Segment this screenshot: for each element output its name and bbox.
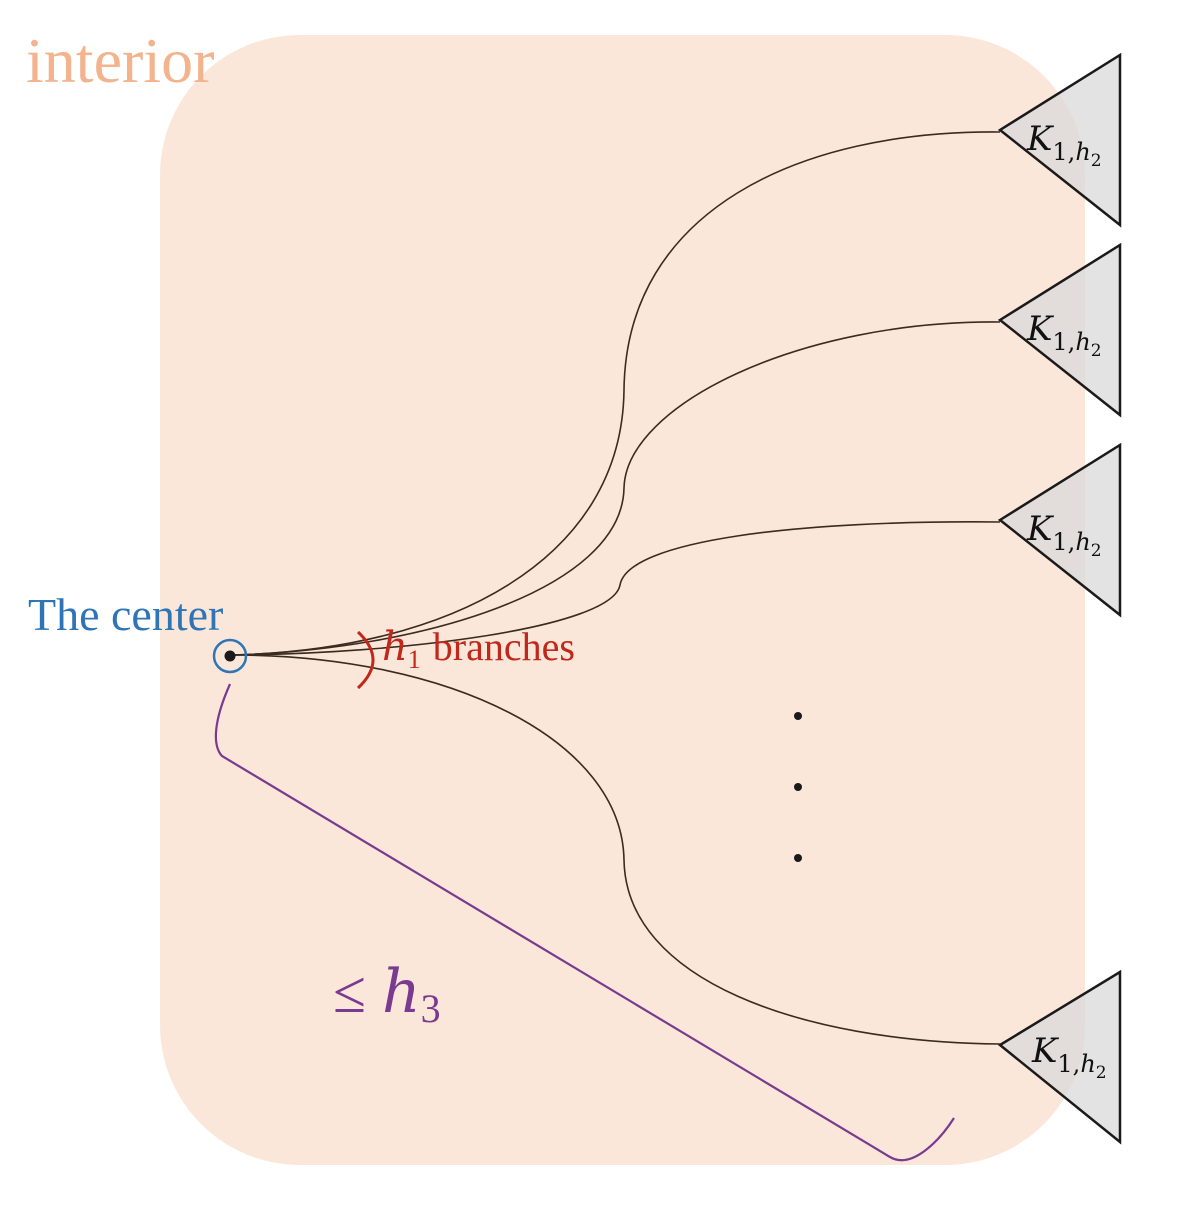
star-label: K1,h2 (1026, 509, 1102, 561)
ellipsis-dot (794, 783, 802, 791)
interior-region (160, 35, 1085, 1165)
branches-arc (356, 630, 375, 690)
ellipsis-dot (794, 712, 802, 720)
branch-paths (231, 131, 1001, 1045)
center-label: The center (28, 589, 223, 640)
star-triangle (997, 969, 1122, 1145)
star-leaf-3: K1,h2 (997, 442, 1122, 618)
depth-bracket (214, 683, 955, 1162)
star-triangle (997, 442, 1122, 618)
star-label: K1,h2 (1031, 1031, 1107, 1083)
ellipsis-dot (794, 854, 802, 862)
star-leaf-2: K1,h2 (997, 242, 1122, 418)
star-triangle (997, 52, 1122, 228)
branch-path-2 (231, 321, 1001, 656)
star-label: K1,h2 (1026, 119, 1102, 171)
interior-label: interior (26, 25, 214, 96)
star-leaf-1: K1,h2 (997, 52, 1122, 228)
center-dot (224, 650, 236, 662)
branch-path-4 (231, 654, 1001, 1045)
branch-path-3 (231, 521, 1001, 656)
star-triangle (997, 242, 1122, 418)
star-leaf-4: K1,h2 (997, 969, 1122, 1145)
center-ring (212, 638, 248, 674)
ellipsis-dots (794, 712, 802, 862)
depth-label: ≤h3 (333, 957, 441, 1031)
branch-path-1 (231, 131, 1001, 656)
star-label: K1,h2 (1026, 309, 1102, 361)
